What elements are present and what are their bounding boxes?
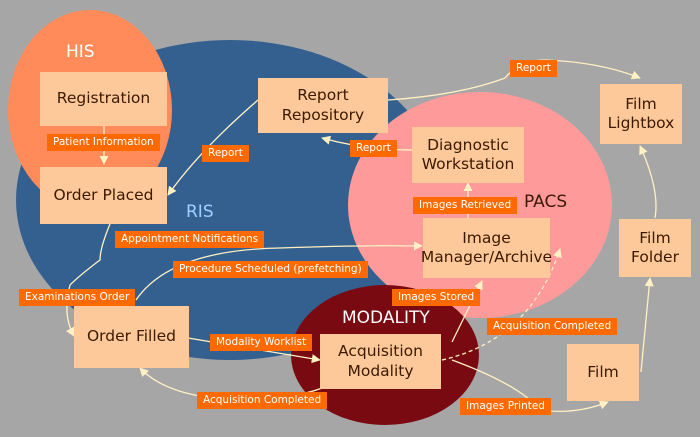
label-modality-worklist: Modality Worklist — [210, 334, 313, 351]
node-diagnostic-workstation[interactable]: Diagnostic Workstation — [412, 127, 524, 183]
node-film-lightbox[interactable]: Film Lightbox — [600, 84, 682, 144]
ris-title: RIS — [186, 202, 214, 222]
node-acquisition-modality[interactable]: Acquisition Modality — [320, 334, 441, 389]
label-acquisition-completed-ris: Acquisition Completed — [197, 392, 328, 409]
label-patient-information: Patient Information — [47, 134, 160, 151]
label-images-stored: Images Stored — [392, 289, 481, 306]
modality-title: MODALITY — [342, 308, 430, 328]
connector-folder-to-lightbox — [639, 145, 657, 219]
connector-procedure-scheduled — [135, 241, 423, 301]
label-report-to-order: Report — [202, 145, 249, 162]
label-appointment-notifications: Appointment Notifications — [115, 231, 265, 248]
label-report-from-workstation: Report — [350, 140, 397, 157]
label-report-to-lightbox: Report — [510, 60, 557, 77]
node-film-folder[interactable]: Film Folder — [619, 219, 691, 277]
connector-acquisition-completed-pacs — [441, 248, 562, 361]
node-report-repository[interactable]: Report Repository — [258, 78, 388, 133]
label-images-printed: Images Printed — [460, 398, 551, 415]
node-film[interactable]: Film — [567, 344, 639, 401]
label-acquisition-completed-pacs: Acquisition Completed — [487, 318, 618, 335]
connector-film-to-folder — [640, 277, 654, 373]
his-title: HIS — [66, 42, 95, 62]
node-image-manager[interactable]: Image Manager/Archive — [421, 218, 552, 278]
connector-appointment-notifications — [69, 223, 111, 286]
node-order-filled[interactable]: Order Filled — [74, 306, 189, 368]
label-images-retrieved: Images Retrieved — [413, 197, 518, 214]
node-order-placed[interactable]: Order Placed — [40, 167, 167, 224]
label-examinations-order: Examinations Order — [19, 289, 136, 306]
label-procedure-scheduled: Procedure Scheduled (prefetching) — [173, 261, 368, 278]
pacs-title: PACS — [524, 192, 568, 212]
node-registration[interactable]: Registration — [40, 72, 167, 126]
